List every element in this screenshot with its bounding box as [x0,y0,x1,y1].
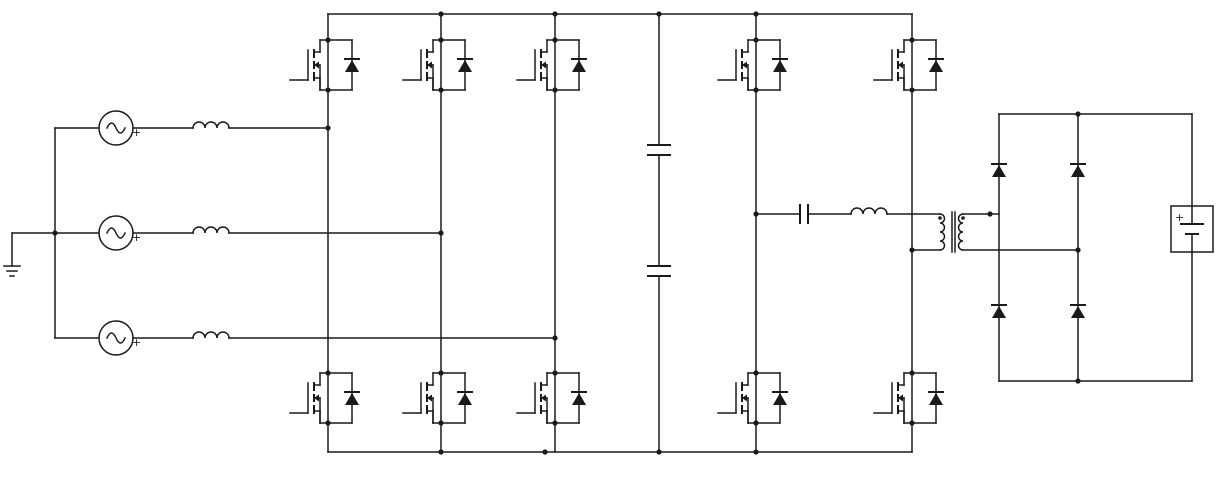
input-inductor-2 [192,226,230,234]
mosfet-cell-bottom-3 [516,370,587,426]
transformer-secondary [957,213,964,251]
mosfet-cell-bottom-4 [717,370,788,426]
switch-cells [289,37,944,426]
ac-source-row-3: + [54,320,558,356]
resonant-inductor [850,207,888,215]
input-inductor-1 [192,121,230,129]
transformer [909,211,1081,253]
bridge-diode-1 [991,163,1007,177]
mosfet-cell-top-5 [873,37,944,93]
output-diode-bridge [991,111,1193,384]
bridge-diodes [991,163,1086,318]
ac-source-row-1: + [54,110,331,146]
mosfet-cell-bottom-5 [873,370,944,426]
battery: + [1170,113,1214,382]
mosfet-cell-top-1 [289,37,360,93]
source-1-polarity-label: + [132,126,141,139]
dc-link-capacitors [647,11,671,455]
ac-source-row-2: + [54,215,444,251]
transformer-primary [939,213,946,251]
switch-leg-wires [327,11,913,455]
resonant-tank [753,204,941,224]
source-2-polarity-label: + [132,231,141,244]
mosfet-cell-top-2 [402,37,473,93]
mosfet-cell-bottom-1 [289,370,360,426]
resonant-capacitor [799,204,809,224]
source-3-polarity-label: + [132,336,141,349]
bridge-diode-4 [1070,304,1086,318]
mosfet-cell-top-3 [516,37,587,93]
bridge-diode-3 [991,304,1007,318]
bridge-diode-2 [1070,163,1086,177]
mosfet-cell-top-4 [717,37,788,93]
battery-polarity-label: + [1175,211,1184,224]
ground-symbol [3,232,21,277]
mosfet-cell-bottom-2 [402,370,473,426]
input-inductor-3 [192,331,230,339]
